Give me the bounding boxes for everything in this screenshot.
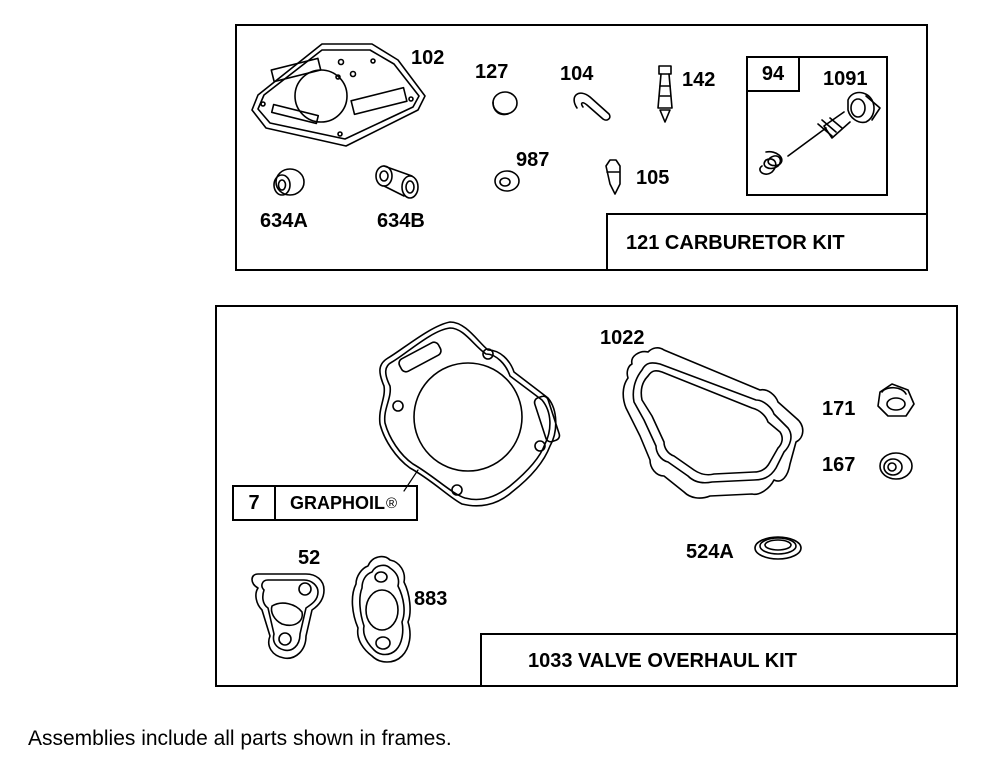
part-label-634a: 634A: [260, 210, 308, 232]
rocker-cover-gasket-1022-drawing: [622, 347, 804, 499]
part-label-171: 171: [822, 398, 856, 420]
carburetor-kit-label-box: 121 CARBURETOR KIT: [606, 213, 928, 271]
part-label-1022: 1022: [600, 327, 645, 349]
graphoil-name-cell: GRAPHOIL ®: [276, 487, 416, 519]
subkit-94-number-box: 94: [746, 56, 800, 92]
valve-overhaul-kit-label-box: 1033 VALVE OVERHAUL KIT: [480, 633, 958, 687]
valve-overhaul-kit-frame: [215, 305, 958, 687]
mixture-screw-1091-drawing: [759, 91, 881, 175]
carburetor-kit-label: 121 CARBURETOR KIT: [626, 231, 845, 254]
clip-104-drawing: [573, 92, 611, 121]
pin-142-drawing: [657, 65, 673, 123]
footnote: Assemblies include all parts shown in fr…: [28, 727, 452, 750]
plug-127-drawing: [492, 91, 518, 116]
part-label-883: 883: [414, 588, 448, 610]
subkit-94-frame: [746, 56, 888, 196]
part-label-102: 102: [411, 47, 445, 69]
part-label-52: 52: [298, 547, 321, 569]
part-label-127: 127: [475, 61, 509, 83]
bushing-634b-drawing: [375, 165, 419, 199]
part-label-634b: 634B: [377, 210, 425, 232]
part-label-167: 167: [822, 454, 856, 476]
valve-overhaul-kit-label: 1033 VALVE OVERHAUL KIT: [528, 649, 797, 672]
graphoil-number: 7: [248, 491, 260, 514]
part-label-1091: 1091: [823, 68, 868, 90]
head-gasket-7-drawing: [378, 321, 561, 507]
washer-167-drawing: [879, 452, 913, 480]
graphoil-number-cell: 7: [234, 487, 276, 519]
part-label-104: 104: [560, 63, 594, 85]
exhaust-gasket-883-drawing: [351, 555, 411, 663]
part-label-142: 142: [682, 69, 716, 91]
graphoil-name: GRAPHOIL: [290, 492, 386, 513]
seal-ring-524a-drawing: [754, 536, 802, 560]
part-label-105: 105: [636, 167, 670, 189]
part-label-524a: 524A: [686, 541, 734, 563]
intake-gasket-52-drawing: [251, 573, 325, 660]
nut-171-drawing: [877, 383, 915, 417]
seal-634a-drawing: [273, 168, 305, 196]
washer-987-drawing: [494, 170, 520, 192]
graphoil-callout-box: 7 GRAPHOIL ®: [232, 485, 418, 521]
registered-mark: ®: [386, 494, 398, 512]
needle-valve-105-drawing: [605, 159, 621, 195]
part-label-987: 987: [516, 149, 550, 171]
carburetor-gasket-102-drawing: [251, 43, 426, 147]
carburetor-kit-frame: [235, 24, 928, 271]
subkit-94-number: 94: [761, 62, 785, 85]
